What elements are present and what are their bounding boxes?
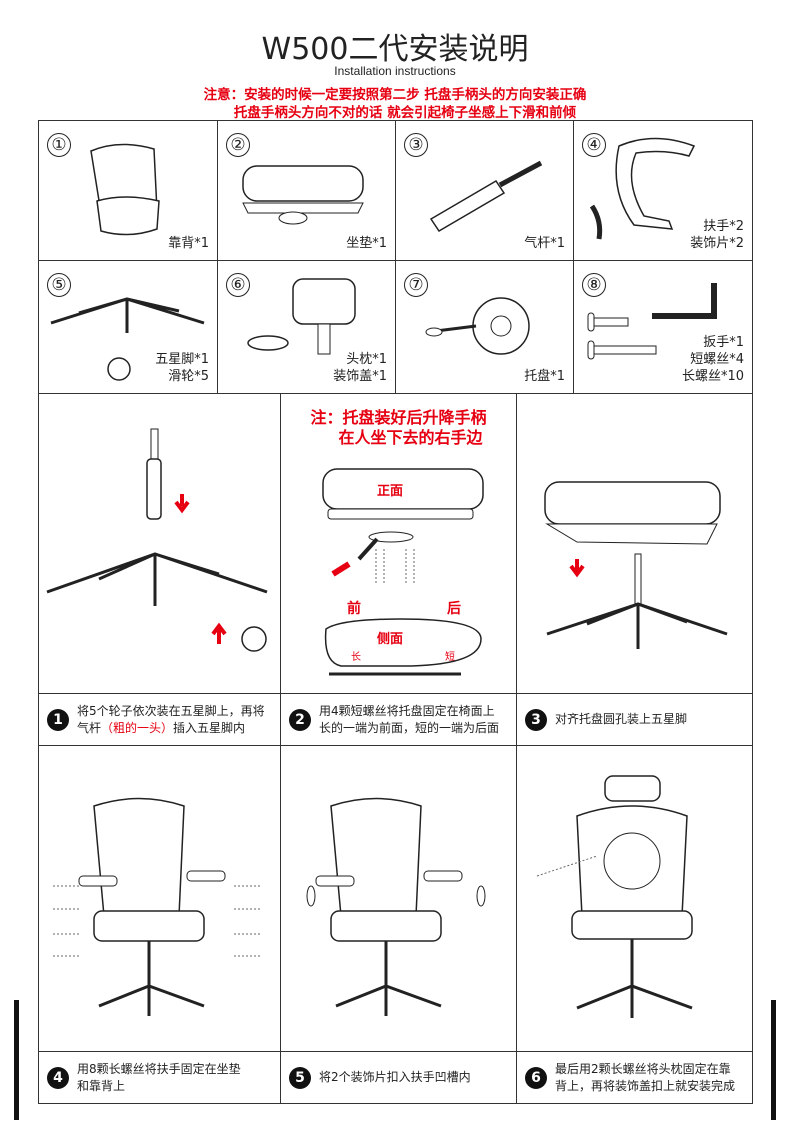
step-number: 4 [47, 1066, 69, 1089]
part-number: ⑧ [582, 273, 606, 297]
step-6: 6 最后用2颗长螺丝将头枕固定在靠背上，再将装饰盖扣上就安装完成 [517, 746, 752, 1103]
part-hardware: ⑧ 扳手*1 短螺丝*4 长螺丝*10 [574, 261, 752, 394]
part-number: ② [226, 133, 250, 157]
part-label: 气杆*1 [524, 236, 565, 251]
seat-illustration [242, 165, 364, 225]
part-label: 头枕*1 [346, 352, 387, 367]
page-title: W500二代安装说明 [261, 32, 529, 67]
step-2: 注：托盘装好后升降手柄在人坐下去的右手边 正面 前 后 侧面 长 短 2 用4颗短… [281, 394, 517, 746]
part-label: 五星脚*1 [155, 352, 209, 367]
step-text: 用8颗长螺丝将扶手固定在坐垫 [77, 1061, 241, 1076]
step-text: 长的一端为前面，短的一端为后面 [319, 720, 500, 735]
step-text: 和靠背上 [77, 1078, 126, 1093]
part-label: 扶手*2 [703, 219, 744, 234]
part-label: 扳手*1 [703, 335, 744, 350]
step-number: 2 [289, 708, 311, 731]
step-3: 3 对齐托盘圆孔装上五星脚 [517, 394, 752, 746]
part-label: 长螺丝*10 [681, 369, 744, 384]
step2-note: 在人坐下去的右手边 [338, 428, 483, 447]
part-label: 装饰片*2 [690, 236, 744, 251]
part-label: 滑轮*5 [168, 369, 209, 384]
long-label: 长 [351, 652, 361, 663]
step2-note: 注：托盘装好后升降手柄 [310, 408, 487, 427]
step-text: 背上，再将装饰盖扣上就安装完成 [555, 1078, 736, 1093]
warning-line-1: 注意：安装的时候一定要按照第二步 托盘手柄头的方向安装正确 [203, 87, 587, 103]
part-label: 坐垫*1 [346, 236, 387, 251]
step-text: 最后用2颗长螺丝将头枕固定在靠 [555, 1061, 731, 1076]
step-number: 1 [47, 708, 69, 731]
screws-and-wrench-illustration [587, 283, 717, 360]
step-number: 3 [525, 708, 547, 731]
step-text: 插入五星脚内 [173, 720, 246, 735]
part-number: ④ [582, 133, 606, 157]
part-label: 装饰盖*1 [333, 369, 387, 384]
part-tray: ⑦ 托盘*1 [396, 261, 574, 394]
step-text: 将2个装饰片扣入扶手凹槽内 [319, 1070, 471, 1084]
page-subtitle: Installation instructions [334, 64, 456, 78]
crop-mark [771, 1000, 776, 1120]
step-number: 5 [289, 1066, 311, 1089]
part-number: ⑤ [47, 273, 71, 297]
step-number: 6 [525, 1066, 547, 1089]
headrest-illustration [247, 278, 356, 355]
part-backrest: ① 靠背*1 [39, 121, 218, 261]
part-number: ⑦ [404, 273, 428, 297]
step6-chair-illustration [536, 775, 693, 1018]
warning-line-2: 托盘手柄头方向不对的话 就会引起椅子坐感上下滑和前倾 [233, 105, 577, 121]
back-label: 后 [447, 601, 461, 617]
step2-illustration [322, 468, 484, 676]
step5-chair-illustration [306, 797, 486, 1016]
step-text: 气杆 [77, 720, 102, 735]
part-number: ① [47, 133, 71, 157]
part-headrest: ⑥ 头枕*1 装饰盖*1 [218, 261, 396, 394]
step4-chair-illustration [53, 797, 261, 1016]
crop-mark [14, 1000, 19, 1120]
step-4: 4 用8颗长螺丝将扶手固定在坐垫和靠背上 [39, 746, 281, 1103]
instruction-sheet: ① 靠背*1 ② 坐垫*1 ③ 气杆*1 ④ 扶手*2 装饰片*2 ⑤ 五星脚*1… [38, 120, 753, 1104]
front-label: 前 [347, 601, 361, 617]
part-gas-lift: ③ 气杆*1 [396, 121, 574, 261]
step-text: 对齐托盘圆孔装上五星脚 [555, 712, 688, 726]
part-label: 短螺丝*4 [690, 352, 744, 367]
short-label: 短 [445, 652, 455, 663]
step-text-highlight: （粗的一头） [101, 720, 174, 735]
part-base: ⑤ 五星脚*1 滑轮*5 [39, 261, 218, 394]
star-base-illustration [50, 297, 205, 381]
side-view-label: 侧面 [377, 632, 404, 647]
step1-illustration [46, 428, 268, 652]
step-text: 将5个轮子依次装在五星脚上，再将 [77, 703, 265, 718]
step3-illustration [544, 481, 728, 649]
armrest-illustration [589, 137, 696, 240]
part-label: 靠背*1 [168, 236, 209, 251]
part-seat: ② 坐垫*1 [218, 121, 396, 261]
part-armrest: ④ 扶手*2 装饰片*2 [574, 121, 752, 261]
step-5: 5 将2个装饰片扣入扶手凹槽内 [281, 746, 517, 1103]
front-view-label: 正面 [377, 484, 404, 499]
part-label: 托盘*1 [524, 369, 565, 384]
gas-lift-illustration [429, 160, 543, 233]
part-number: ⑥ [226, 273, 250, 297]
backrest-illustration [90, 143, 160, 236]
part-number: ③ [404, 133, 428, 157]
tray-illustration [425, 297, 530, 355]
step-1: 1 将5个轮子依次装在五星脚上，再将气杆（粗的一头）插入五星脚内 [39, 394, 281, 746]
step-text: 用4颗短螺丝将托盘固定在椅面上 [319, 703, 495, 718]
